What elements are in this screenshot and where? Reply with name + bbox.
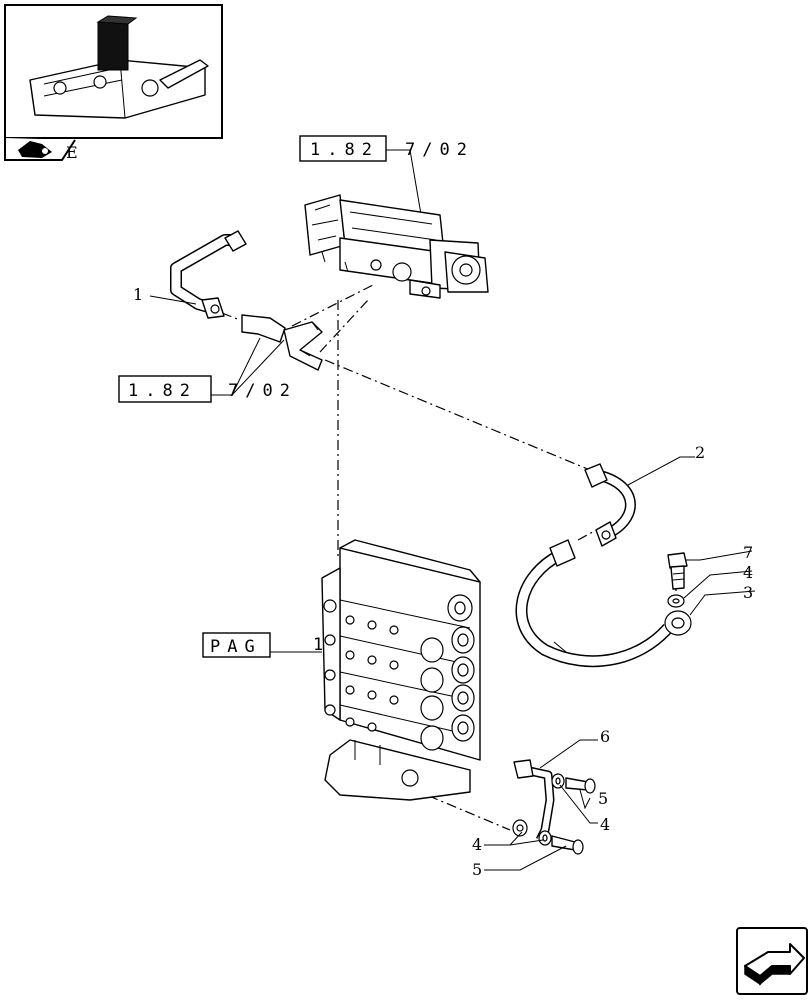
callout-7: 7 (743, 543, 753, 562)
next-page-button[interactable] (736, 927, 808, 995)
callout-3: 3 (743, 583, 753, 602)
next-arrow-icon (744, 943, 805, 986)
reference-left-label: 1.82 (128, 381, 197, 401)
valve-spools (420, 594, 475, 751)
callout-6: 6 (600, 727, 610, 746)
reference-left-suffix: 7/02 (228, 381, 297, 401)
callout-4-top: 4 (743, 563, 753, 582)
callout-labels: 1 2 7 4 3 6 5 4 4 5 (133, 285, 753, 879)
pipe-part-3 (515, 539, 692, 668)
thumbnail-assembly-image (29, 15, 209, 119)
tractor-hand-icon (18, 141, 52, 158)
reference-left[interactable]: 1.82 7/02 (118, 337, 297, 403)
callout-1: 1 (133, 285, 143, 304)
washer-part-4-top (667, 594, 685, 608)
washer-part-4-upper (551, 773, 565, 789)
reference-top-label: 1.82 (310, 140, 379, 160)
callout-4-upper: 4 (600, 815, 610, 834)
callout-leaders (149, 295, 756, 871)
reference-top[interactable]: 1.82 7/02 (299, 135, 474, 233)
assembly-lines (221, 283, 677, 831)
callout-5-lower: 5 (472, 860, 482, 879)
solenoid-valve (304, 194, 489, 299)
reference-top-suffix: 7/02 (405, 140, 474, 160)
bolt-part-5-lower (551, 835, 584, 855)
reference-pag-label: PAG (210, 637, 262, 657)
banjo-bolt-part-7 (667, 552, 688, 590)
bolt-part-5-upper (565, 777, 596, 794)
control-valve-block (321, 539, 481, 801)
valve-ports (323, 599, 399, 732)
thumbnail-tab-label: E (66, 143, 78, 162)
reference-pag[interactable]: PAG 1 (202, 632, 330, 658)
elbow-fittings (241, 314, 323, 371)
pipe-part-2 (584, 463, 636, 547)
callout-2: 2 (695, 443, 705, 462)
washer-part-4-lower (512, 819, 552, 846)
pipe-part-1 (170, 230, 247, 319)
callout-4-lower: 4 (472, 835, 482, 854)
thumbnail-view[interactable]: E (4, 4, 223, 162)
callout-5-upper: 5 (598, 789, 608, 808)
reference-pag-suffix: 1 (313, 635, 330, 655)
